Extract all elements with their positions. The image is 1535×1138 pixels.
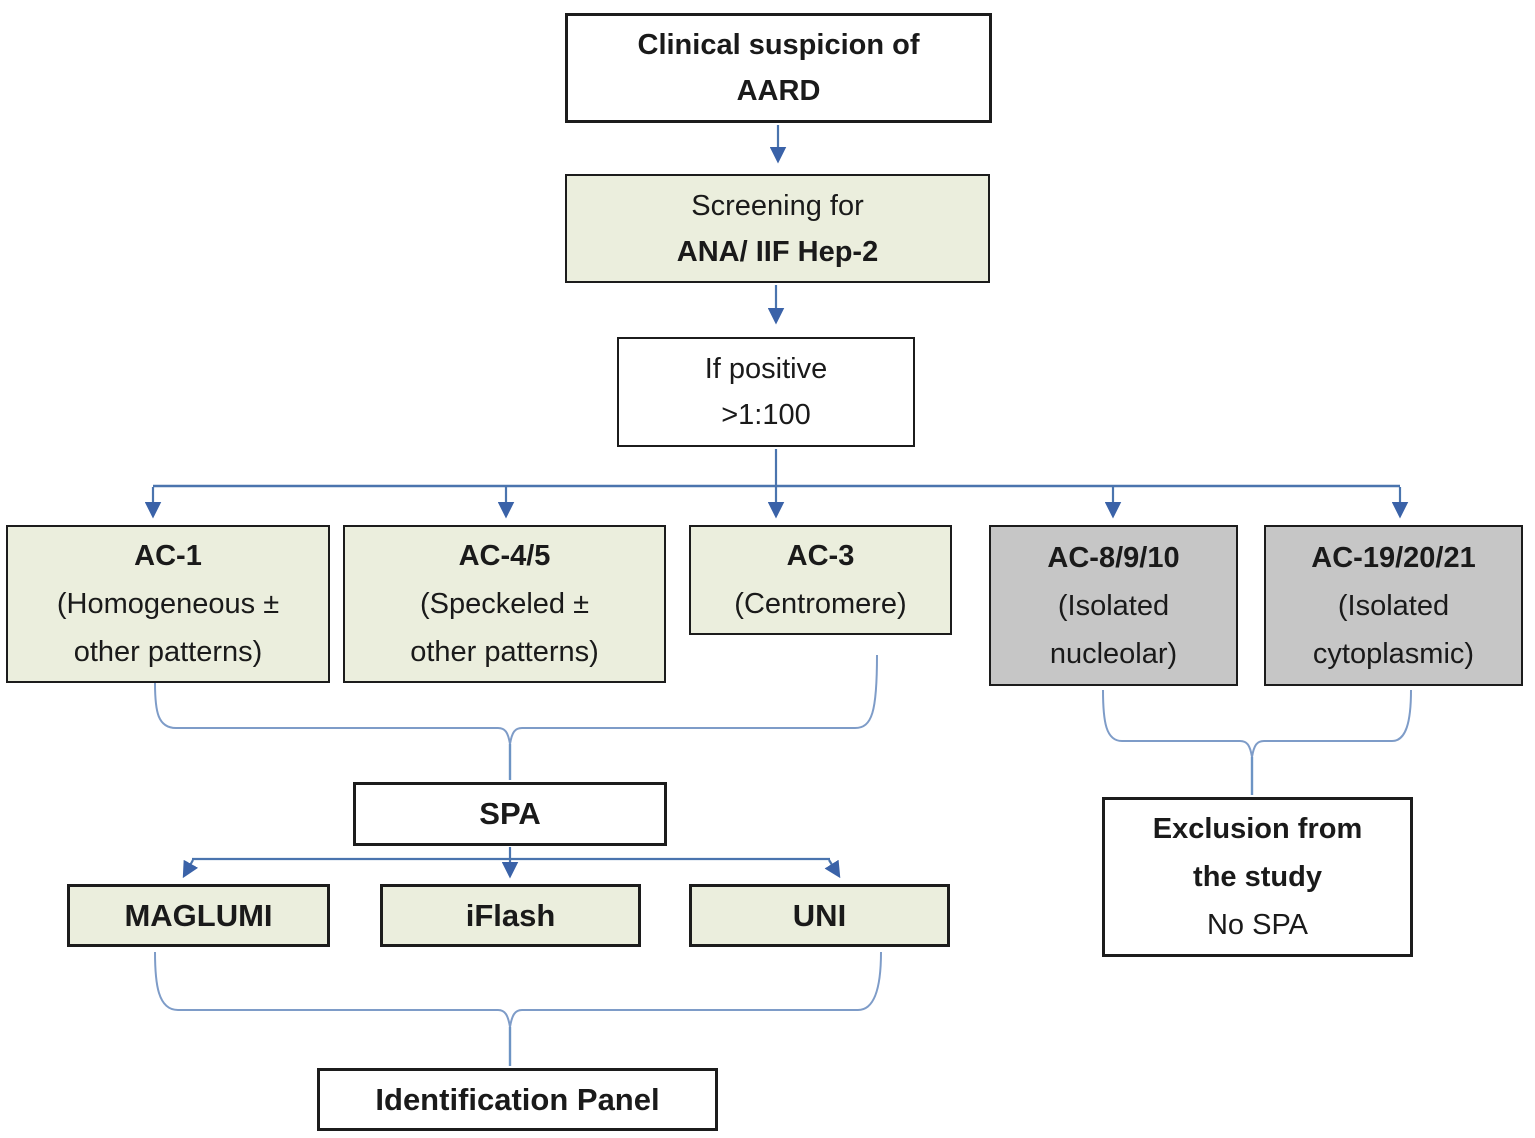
node-ac-8-9-10-title: AC-8/9/10 xyxy=(1047,541,1180,574)
node-maglumi-title: MAGLUMI xyxy=(124,897,273,933)
node-identification-panel-title: Identification Panel xyxy=(375,1081,660,1117)
node-uni-title: UNI xyxy=(792,897,847,933)
node-ac-1-line2: (Homogeneous ± xyxy=(56,588,280,620)
node-ac-19-20-21: AC-19/20/21 (Isolated cytoplasmic) xyxy=(1264,525,1523,686)
node-clinical-suspicion: Clinical suspicion of AARD xyxy=(565,13,992,123)
node-spa: SPA xyxy=(353,782,667,846)
node-exclusion: Exclusion from the study No SPA xyxy=(1102,797,1413,957)
node-ac-8-9-10-line2: (Isolated xyxy=(1057,589,1170,622)
node-uni: UNI xyxy=(689,884,950,947)
node-if-positive: If positive >1:100 xyxy=(617,337,915,447)
node-ac-1: AC-1 (Homogeneous ± other patterns) xyxy=(6,525,330,683)
arrow-spa-to-maglumi xyxy=(182,859,199,879)
node-iflash-title: iFlash xyxy=(465,897,556,933)
node-if-positive-line1: If positive xyxy=(704,353,828,385)
node-ac-3-title: AC-3 xyxy=(786,540,855,572)
brace-gray-to-exclusion xyxy=(1102,689,1412,758)
node-ac-19-20-21-line2: (Isolated xyxy=(1337,589,1450,622)
brace-ac-to-spa xyxy=(154,654,878,745)
node-screening: Screening for ANA/ IIF Hep-2 xyxy=(565,174,990,283)
node-ac-1-title: AC-1 xyxy=(134,540,202,572)
brace-spa-row-to-idpanel xyxy=(154,951,882,1028)
node-identification-panel: Identification Panel xyxy=(317,1068,718,1131)
node-clinical-line2: AARD xyxy=(736,75,821,107)
node-ac-4-5: AC-4/5 (Speckeled ± other patterns) xyxy=(343,525,666,683)
arrow-spa-to-uni xyxy=(824,859,841,879)
node-iflash: iFlash xyxy=(380,884,641,947)
node-screening-line2: ANA/ IIF Hep-2 xyxy=(676,235,879,268)
node-ac-8-9-10-line3: nucleolar) xyxy=(1049,637,1178,670)
node-ac-8-9-10: AC-8/9/10 (Isolated nucleolar) xyxy=(989,525,1238,686)
node-ac-19-20-21-title: AC-19/20/21 xyxy=(1311,541,1476,574)
node-ac-4-5-line3: other patterns) xyxy=(410,636,599,668)
node-exclusion-line1: Exclusion from xyxy=(1152,813,1363,845)
node-if-positive-line2: >1:100 xyxy=(721,399,811,431)
node-maglumi: MAGLUMI xyxy=(67,884,330,947)
node-ac-3: AC-3 (Centromere) xyxy=(689,525,952,635)
node-screening-line1: Screening for xyxy=(691,189,864,222)
node-ac-4-5-line2: (Speckeled ± xyxy=(419,588,590,620)
node-clinical-line1: Clinical suspicion of xyxy=(637,29,920,61)
node-ac-3-line2: (Centromere) xyxy=(734,588,907,620)
node-ac-1-line3: other patterns) xyxy=(73,636,263,668)
node-exclusion-line3: No SPA xyxy=(1206,909,1308,941)
node-exclusion-line2: the study xyxy=(1193,861,1322,893)
node-ac-19-20-21-line3: cytoplasmic) xyxy=(1312,637,1475,670)
node-ac-4-5-title: AC-4/5 xyxy=(458,540,551,572)
node-spa-title: SPA xyxy=(479,796,541,831)
